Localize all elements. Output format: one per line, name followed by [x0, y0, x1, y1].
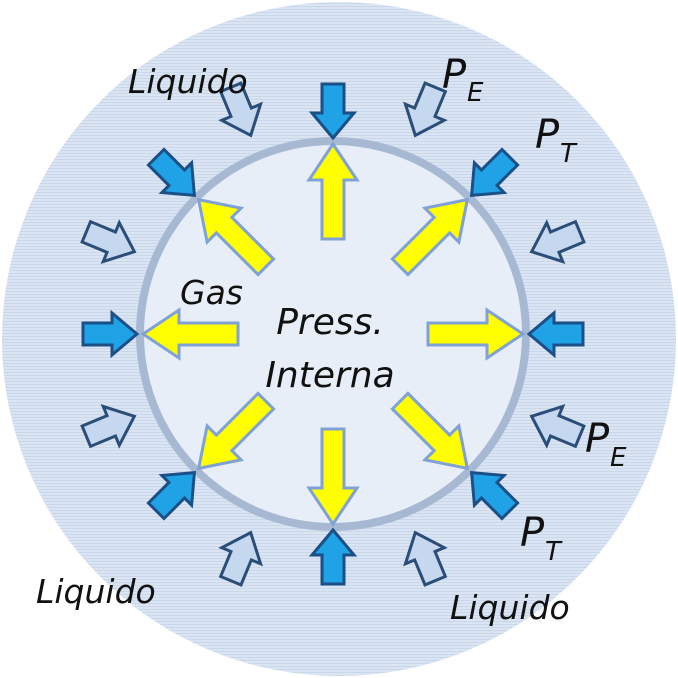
label-pe-right: P E [585, 416, 627, 473]
total-pressure-arrow [308, 527, 358, 586]
pe-right-sub: E [610, 443, 627, 473]
internal-pressure-arrow [140, 307, 240, 361]
label-gas: Gas [180, 273, 243, 312]
external-pressure-arrow [218, 530, 263, 587]
pt-top-main: P [535, 112, 560, 158]
label-pressure-line1: Press. [276, 302, 384, 343]
internal-pressure-arrow [306, 427, 360, 527]
external-pressure-arrow [80, 404, 137, 449]
external-pressure-arrow [529, 404, 586, 449]
pt-bottom-sub: T [545, 537, 563, 567]
internal-pressure-arrow [426, 307, 526, 361]
internal-pressure-arrow [390, 391, 470, 471]
label-pt-top: P T [535, 112, 578, 169]
label-pe-top: P E [442, 52, 484, 108]
external-pressure-arrow [80, 219, 137, 264]
external-pressure-arrow [403, 530, 448, 587]
total-pressure-arrow [146, 147, 197, 198]
label-liquid-bottom-left: Liquido [36, 572, 156, 611]
total-pressure-arrow [526, 309, 585, 359]
pt-bottom-main: P [520, 510, 545, 556]
pe-top-sub: E [467, 78, 484, 108]
label-liquid-top-left: Liquido [128, 62, 248, 101]
label-pressure-line2: Interna [265, 355, 394, 396]
label-pt-bottom: P T [520, 510, 563, 567]
total-pressure-arrow [469, 147, 520, 198]
internal-pressure-arrow [196, 391, 276, 471]
total-pressure-arrow [308, 82, 358, 141]
pe-right-main: P [585, 416, 610, 462]
external-pressure-arrow [529, 219, 586, 264]
pt-top-sub: T [560, 139, 578, 169]
external-pressure-arrow [218, 81, 263, 138]
internal-pressure-arrow [196, 197, 276, 277]
internal-pressure-arrow [306, 141, 360, 241]
internal-pressure-arrow [390, 197, 470, 277]
arrows-layer [80, 81, 586, 587]
total-pressure-arrow [81, 309, 140, 359]
total-pressure-arrow [469, 470, 520, 521]
external-pressure-arrow [403, 81, 448, 138]
label-liquid-bottom-right: Liquido [450, 588, 570, 627]
total-pressure-arrow [146, 470, 197, 521]
pe-top-main: P [442, 52, 467, 98]
